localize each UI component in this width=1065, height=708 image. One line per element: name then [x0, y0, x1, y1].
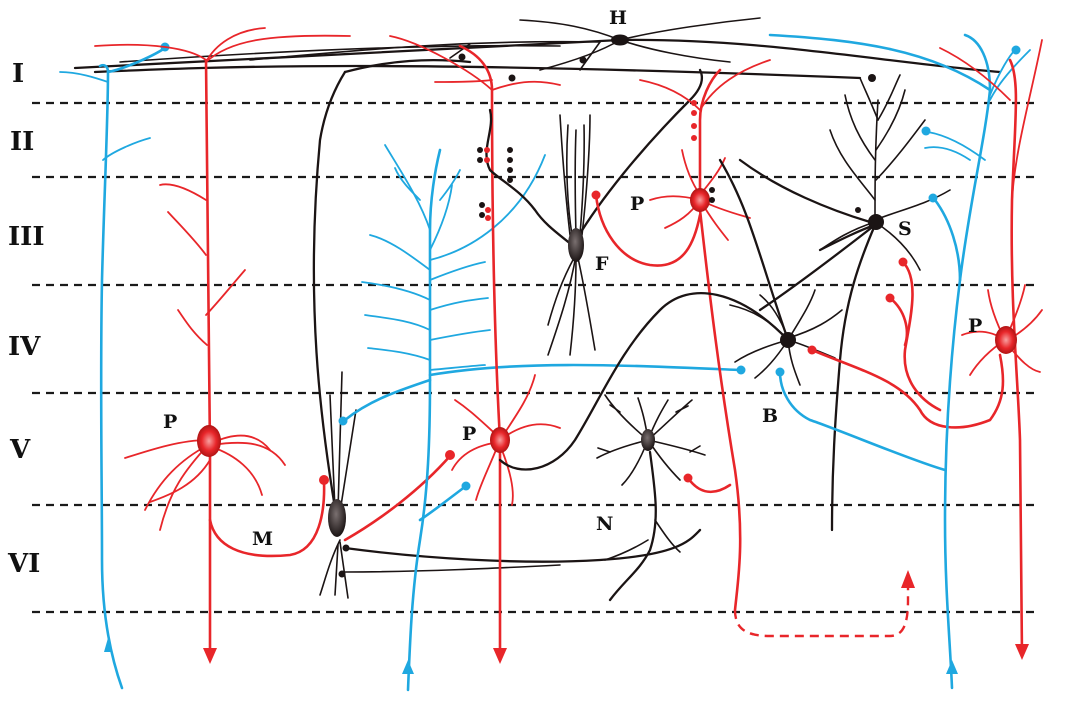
- p3-soma: [690, 188, 710, 212]
- layer-label-4: IV: [8, 332, 41, 362]
- layer-label-5: V: [9, 435, 31, 465]
- label-s: S: [898, 218, 912, 240]
- f-cell-soma: [568, 228, 584, 262]
- left-p-soma: [197, 425, 221, 457]
- layer-label-6: VI: [7, 549, 40, 579]
- label-p-mid: P: [462, 423, 476, 445]
- label-h: H: [609, 7, 627, 29]
- layer-label-2: II: [10, 127, 34, 157]
- martinotti-cell-m: M: [252, 60, 700, 598]
- label-p-layer3: P: [630, 193, 644, 215]
- label-f: F: [595, 253, 609, 275]
- label-n: N: [596, 513, 613, 535]
- pyramidal-cell-right: P: [940, 40, 1042, 660]
- afferent-fiber-middle: [339, 145, 746, 690]
- neuron-n: N: [596, 395, 730, 600]
- afferent-fiber-right: [770, 35, 1030, 688]
- layer-label-1: I: [12, 59, 24, 89]
- m-cell-soma: [328, 499, 346, 537]
- b-cell-soma: [780, 332, 796, 348]
- mid-p-soma: [490, 427, 510, 453]
- h-cell-soma: [611, 35, 629, 46]
- right-p-soma: [995, 326, 1017, 354]
- label-m: M: [252, 528, 273, 550]
- pyramidal-cell-left: P: [95, 28, 350, 664]
- label-p-left: P: [163, 411, 177, 433]
- s-cell-soma: [868, 214, 884, 230]
- label-b: B: [762, 405, 778, 427]
- layer-label-3: III: [8, 222, 45, 252]
- layer-labels: I II III IV V VI: [7, 59, 45, 579]
- n-cell-soma: [641, 429, 655, 451]
- label-p-right: P: [968, 315, 982, 337]
- afferent-fiber-left: [60, 43, 170, 689]
